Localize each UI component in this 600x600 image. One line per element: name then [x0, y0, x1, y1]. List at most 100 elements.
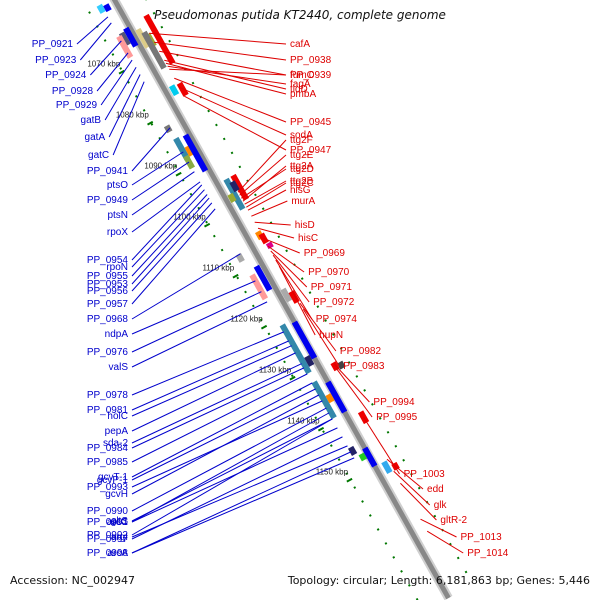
gene-label-ttg2C: ttg2C — [290, 178, 314, 189]
left-leader-3 — [96, 52, 129, 92]
gene-feature-17 — [223, 177, 246, 211]
left-leader-26 — [131, 352, 296, 432]
left-leader-23 — [131, 331, 285, 396]
gene-label-PP_0921: PP_0921 — [32, 39, 74, 50]
left-leader-34 — [131, 407, 327, 512]
gene-label-gcvT-1: gcvT-1 — [98, 472, 128, 483]
gene-label-PP_0956: PP_0956 — [87, 286, 129, 297]
gene-feature-3 — [116, 34, 134, 59]
gene-feature-25 — [253, 264, 273, 292]
gene-label-gcvP-1: gcvP-1 — [97, 475, 129, 486]
gene-label-PP_0974: PP_0974 — [316, 314, 358, 325]
right-leader-29 — [335, 367, 373, 418]
kbp-label-3: 1100 kbp — [173, 213, 206, 222]
gene-label-PP_0993: PP_0993 — [87, 482, 129, 493]
gene-label-PP_0992: PP_0992 — [87, 530, 129, 541]
right-leader-20 — [263, 237, 300, 254]
gene-feature-26 — [280, 287, 293, 303]
backbone-line — [111, 0, 451, 600]
left-leader-31 — [131, 382, 313, 478]
left-leader-1 — [79, 22, 112, 61]
gene-label-ptsN: ptsN — [107, 210, 128, 221]
right-leader-24 — [275, 259, 313, 320]
gene-label-PP_0929: PP_0929 — [56, 100, 98, 111]
right-leader-22 — [270, 250, 308, 288]
left-leader-19 — [131, 253, 241, 320]
gene-label-PP_1013: PP_1013 — [461, 532, 503, 543]
gene-label-edd: edd — [427, 484, 444, 495]
left-leader-21 — [131, 291, 262, 353]
gene-label-sda-2: sda-2 — [103, 438, 128, 449]
gene-feature-5 — [135, 27, 151, 49]
left-leader-2 — [89, 40, 122, 76]
left-leader-4 — [100, 59, 133, 106]
right-leader-15 — [246, 182, 287, 208]
gene-label-murA: murA — [291, 196, 315, 207]
right-leader-1 — [154, 41, 287, 61]
left-leader-0 — [76, 16, 109, 45]
gene-label-argI: argI — [111, 532, 128, 543]
gene-label-ttg2E: ttg2E — [290, 150, 314, 161]
right-leader-2 — [159, 50, 287, 76]
gene-label-gatB: gatB — [81, 115, 102, 126]
gene-label-rpoX: rpoX — [107, 227, 128, 238]
kbp-label-6: 1130 kbp — [259, 366, 292, 375]
kbp-tick-4 — [232, 273, 239, 279]
kbp-tick-5 — [260, 324, 268, 330]
gene-label-gatA: gatA — [85, 132, 106, 143]
right-leader-17 — [251, 200, 288, 217]
right-leader-3 — [169, 68, 287, 76]
gene-feature-1 — [103, 3, 112, 13]
gene-label-ttg2F: ttg2F — [290, 135, 313, 146]
gene-label-PP_0957: PP_0957 — [87, 299, 129, 310]
gene-label-gltS: gltS — [111, 516, 129, 527]
right-leader-21 — [267, 245, 305, 273]
gene-label-hupN: hupN — [319, 330, 343, 341]
right-leader-25 — [278, 265, 316, 336]
gene-feature-35 — [325, 380, 348, 414]
kbp-tick-7 — [317, 426, 325, 432]
left-leader-25 — [131, 345, 292, 417]
gene-label-ttg2D: ttg2D — [290, 164, 314, 175]
left-leader-14 — [131, 189, 205, 268]
gene-label-ndpA: ndpA — [105, 329, 129, 340]
kbp-label-8: 1150 kbp — [316, 468, 349, 477]
gene-label-PP_0985: PP_0985 — [87, 457, 129, 468]
gene-feature-7 — [141, 30, 167, 70]
gene-label-PP_0991: PP_0991 — [87, 517, 129, 528]
gene-feature-30 — [304, 355, 315, 367]
right-leader-14 — [244, 180, 287, 205]
gene-label-fumC: fumC — [290, 70, 314, 81]
gene-label-glk: glk — [434, 500, 448, 511]
left-leader-10 — [131, 161, 190, 201]
map-title: Pseudomonas putida KT2440, complete geno… — [154, 8, 446, 22]
right-leader-10 — [237, 139, 287, 193]
kbp-tick-1 — [147, 120, 154, 126]
gene-label-PP_0938: PP_0938 — [290, 55, 332, 66]
gene-label-PP_0978: PP_0978 — [87, 390, 129, 401]
gene-label-tldD: tldD — [290, 84, 308, 95]
gene-label-PP_0995: PP_0995 — [376, 412, 418, 423]
left-leader-41 — [131, 451, 352, 554]
right-leader-11 — [239, 154, 287, 196]
gene-label-sodA: sodA — [290, 130, 313, 141]
left-leader-16 — [131, 197, 210, 285]
gene-label-pmbA: pmbA — [290, 89, 316, 100]
gene-label-hisC: hisC — [298, 233, 318, 244]
gene-label-PP_0941: PP_0941 — [87, 166, 129, 177]
left-leader-29 — [131, 373, 308, 463]
gene-label-cafA: cafA — [290, 39, 310, 50]
gene-label-PP_0955: PP_0955 — [87, 271, 129, 282]
right-leader-35 — [426, 530, 464, 554]
gene-feature-29 — [291, 320, 318, 360]
gene-label-PP_0923: PP_0923 — [35, 55, 77, 66]
gene-label-gatC: gatC — [88, 150, 109, 161]
gene-label-ttg2A: ttg2A — [290, 161, 314, 172]
left-leader-5 — [104, 67, 137, 121]
gene-label-PP_0939: PP_0939 — [290, 70, 332, 81]
gene-label-pepA: pepA — [105, 426, 129, 437]
gene-label-PP_1014: PP_1014 — [467, 548, 509, 559]
gene-label-PP_0984: PP_0984 — [87, 443, 129, 454]
gene-feature-37 — [347, 445, 358, 456]
